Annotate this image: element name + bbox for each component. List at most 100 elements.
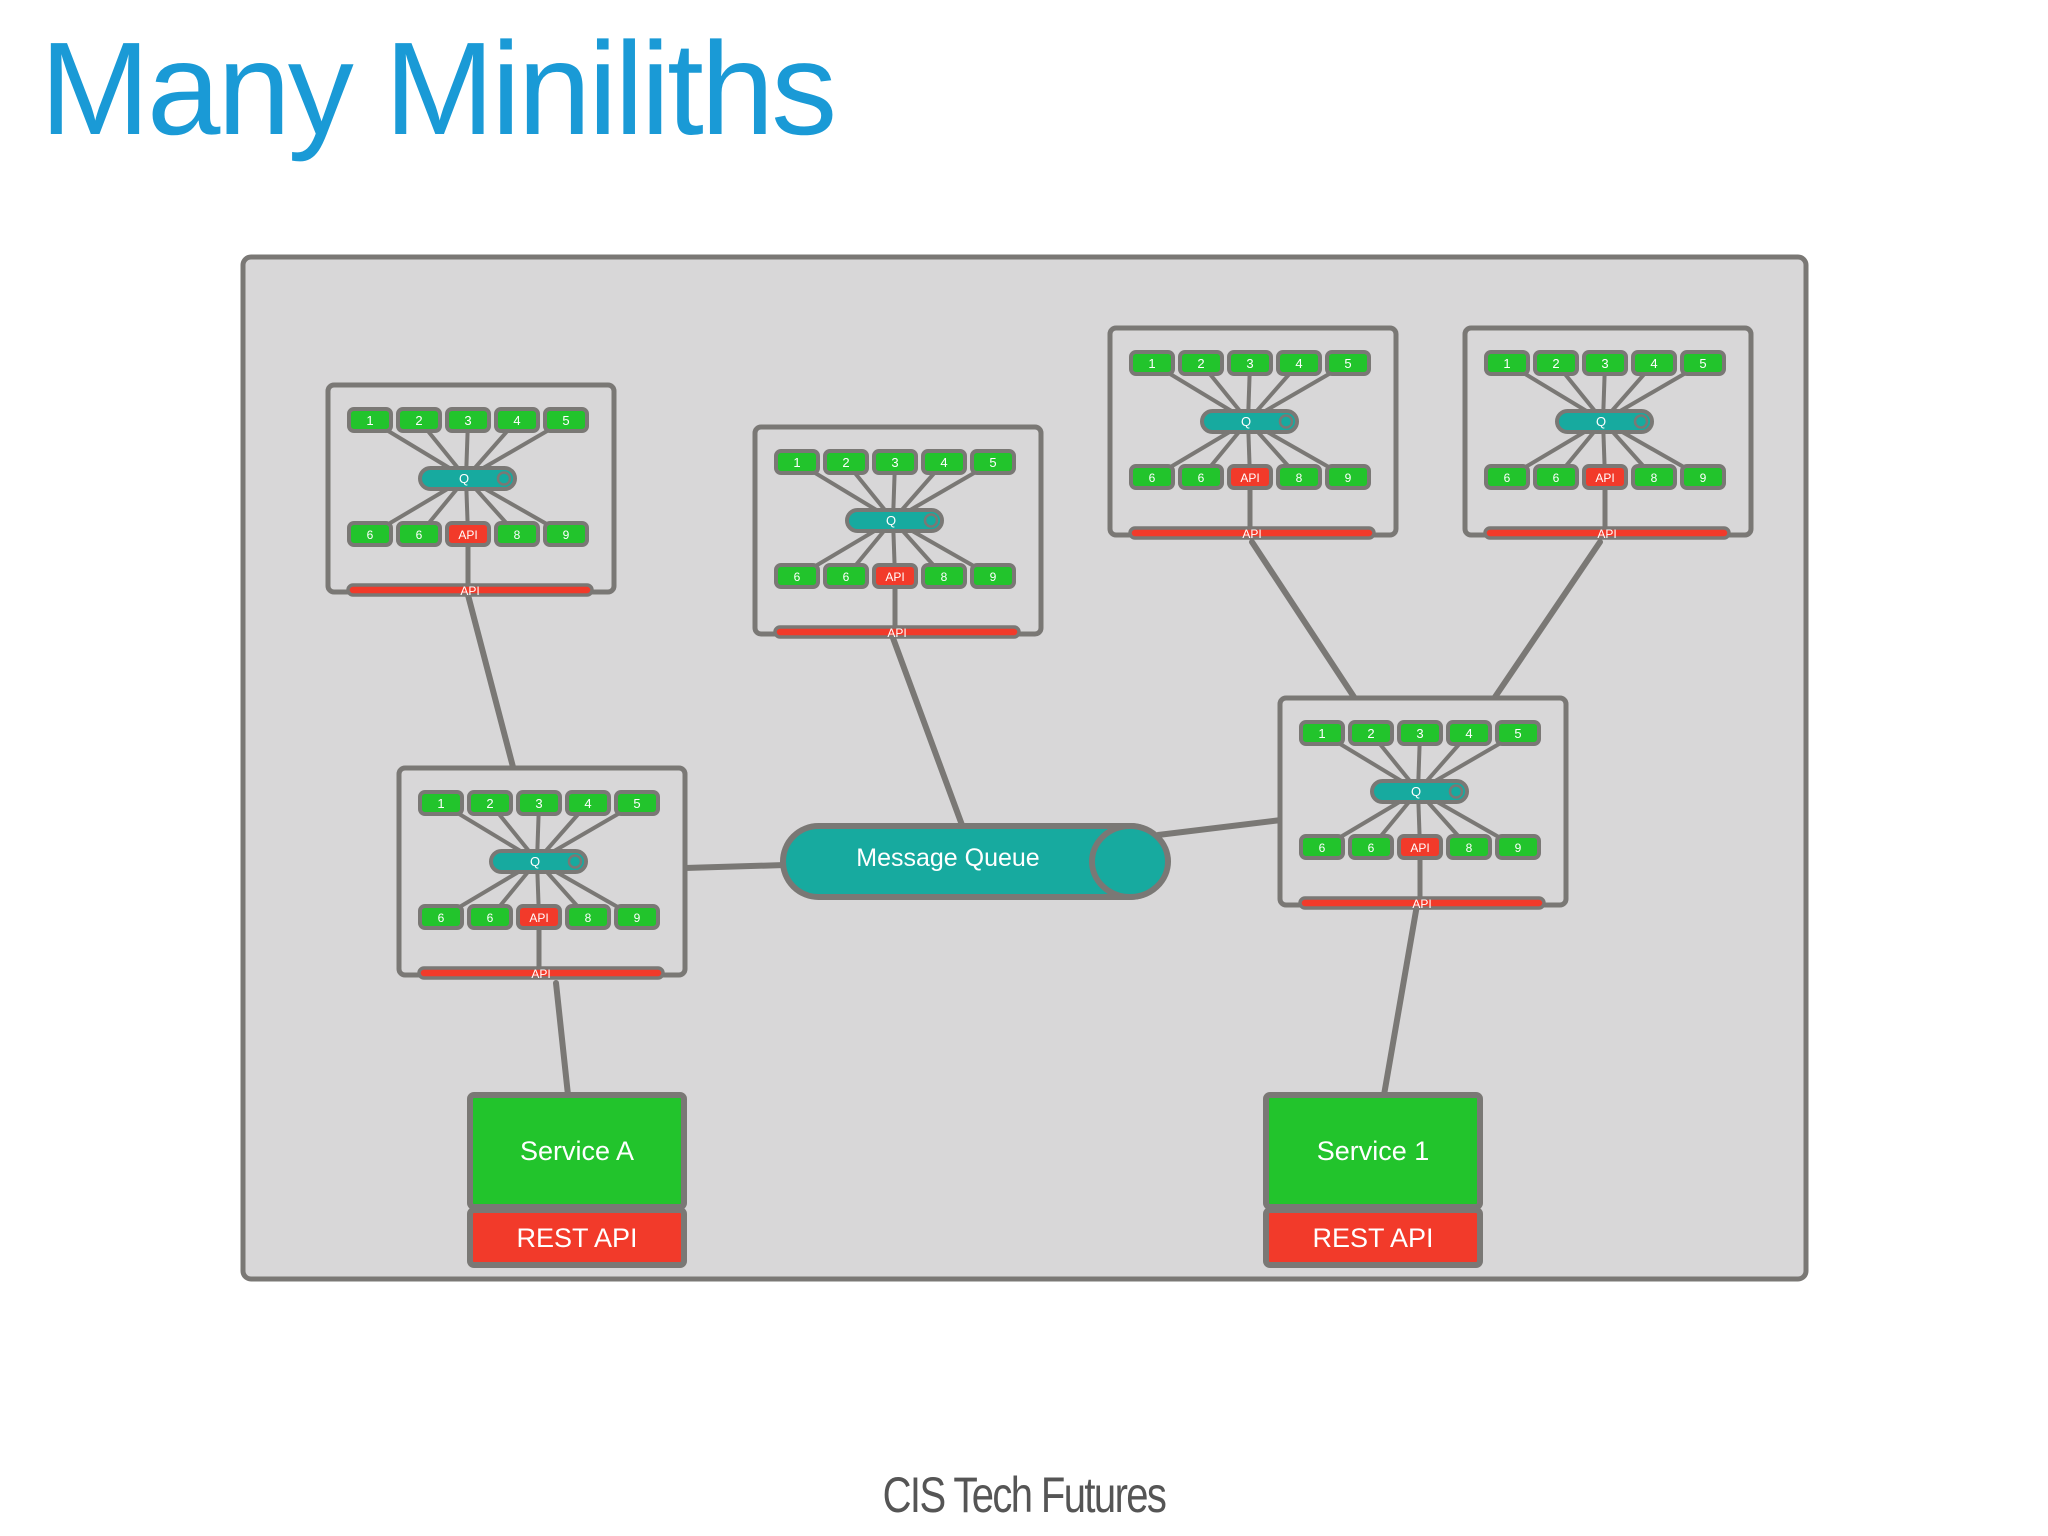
component-box xyxy=(516,790,562,816)
component-box xyxy=(467,790,513,816)
component-label: 2 xyxy=(415,413,422,428)
component-box xyxy=(1299,834,1345,860)
component-label: API xyxy=(885,570,904,584)
footer-logo: CIS Tech Futures xyxy=(882,1467,1167,1523)
component-box xyxy=(1276,350,1322,376)
component-label: 5 xyxy=(1514,726,1521,741)
queue-end-cap xyxy=(567,854,583,869)
api-bar-label: API xyxy=(531,967,550,981)
component-label: 1 xyxy=(437,796,444,811)
queue-pill xyxy=(1370,779,1469,804)
api-bar xyxy=(1483,526,1731,540)
connector-line xyxy=(1492,539,1603,700)
component-label: 6 xyxy=(416,528,423,542)
service-name: Service 1 xyxy=(1317,1136,1430,1166)
component-label: 1 xyxy=(366,413,373,428)
component-box xyxy=(1325,464,1371,490)
component-label: 3 xyxy=(891,455,898,470)
service-name: Service A xyxy=(520,1136,634,1166)
internal-api-box xyxy=(1227,464,1273,490)
component-box xyxy=(970,563,1016,589)
component-box xyxy=(1533,464,1579,490)
component-label: 5 xyxy=(633,796,640,811)
connector-line xyxy=(1155,817,1284,838)
component-label: 9 xyxy=(563,528,570,542)
rest-api-box xyxy=(1263,1207,1483,1268)
component-box xyxy=(543,407,589,433)
diagram-canvas xyxy=(240,254,1809,1282)
rest-api-label: REST API xyxy=(1312,1223,1433,1253)
component-box xyxy=(347,521,393,547)
api-bar xyxy=(1128,526,1376,540)
component-box xyxy=(823,563,869,589)
component-label: API xyxy=(1410,841,1429,855)
component-box xyxy=(1680,464,1726,490)
component-box xyxy=(1582,350,1628,376)
api-bar-label: API xyxy=(887,626,906,640)
component-label: 6 xyxy=(1368,841,1375,855)
connector-line xyxy=(890,635,965,828)
queue-pill xyxy=(1555,409,1654,434)
component-box xyxy=(1129,464,1175,490)
component-label: 3 xyxy=(535,796,542,811)
api-bar-label: API xyxy=(1242,527,1261,541)
service-2: Service 1 REST API xyxy=(1263,1092,1483,1268)
queue-end-cap xyxy=(1448,784,1464,799)
internal-api-box xyxy=(1397,834,1443,860)
component-label: 2 xyxy=(842,455,849,470)
rest-api-label: REST API xyxy=(516,1223,637,1253)
api-bar xyxy=(1298,896,1546,910)
queue-label: Q xyxy=(1241,414,1251,429)
component-box xyxy=(1129,350,1175,376)
api-bar-label: API xyxy=(1597,527,1616,541)
queue-label: Q xyxy=(459,471,469,486)
component-label: 6 xyxy=(1504,471,1511,485)
queue-label: Q xyxy=(1596,414,1606,429)
queue-pill xyxy=(489,849,588,874)
queue-pill xyxy=(418,466,517,491)
component-label: 8 xyxy=(1466,841,1473,855)
component-box xyxy=(494,407,540,433)
message-queue: Message Queue xyxy=(780,823,1171,900)
component-box xyxy=(1495,834,1541,860)
component-label: 1 xyxy=(1318,726,1325,741)
component-box xyxy=(774,449,820,475)
component-box xyxy=(872,449,918,475)
component-label: 9 xyxy=(990,570,997,584)
message-queue-end-cap xyxy=(1089,823,1171,900)
component-box xyxy=(1348,720,1394,746)
queue-label: Q xyxy=(1411,784,1421,799)
component-label: 6 xyxy=(1149,471,1156,485)
component-label: 9 xyxy=(1515,841,1522,855)
internal-api-box xyxy=(1582,464,1628,490)
component-label: 4 xyxy=(940,455,947,470)
component-box xyxy=(1178,464,1224,490)
component-label: 4 xyxy=(1650,356,1657,371)
component-label: 4 xyxy=(1295,356,1302,371)
component-label: 4 xyxy=(584,796,591,811)
component-box xyxy=(1178,350,1224,376)
api-bar-label: API xyxy=(460,584,479,598)
component-box xyxy=(396,521,442,547)
component-label: 3 xyxy=(464,413,471,428)
component-box xyxy=(1325,350,1371,376)
api-bar-label: API xyxy=(1412,897,1431,911)
component-box xyxy=(774,563,820,589)
component-box xyxy=(1680,350,1726,376)
queue-label: Q xyxy=(886,513,896,528)
connector-line xyxy=(553,980,571,1098)
component-label: API xyxy=(1240,471,1259,485)
component-label: 9 xyxy=(1345,471,1352,485)
component-label: 2 xyxy=(486,796,493,811)
api-bar xyxy=(773,625,1021,639)
component-label: 2 xyxy=(1197,356,1204,371)
component-box xyxy=(614,904,660,930)
api-bar xyxy=(346,583,594,597)
component-label: 4 xyxy=(1465,726,1472,741)
component-label: 6 xyxy=(367,528,374,542)
